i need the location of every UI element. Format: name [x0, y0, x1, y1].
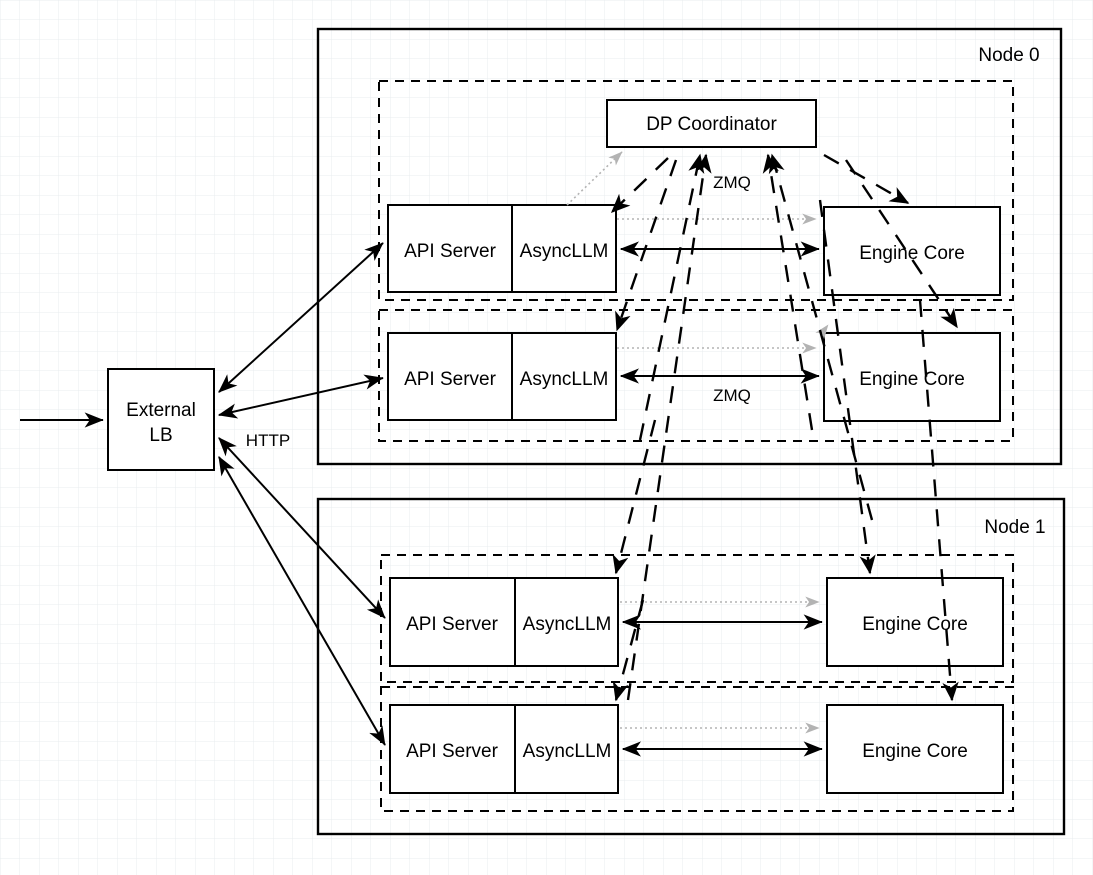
node-1-group-0-boundary	[380, 554, 1014, 683]
n0g0-asyncllm-label: AsyncLLM	[520, 241, 609, 262]
lb-to-n0g0-api-edge	[218, 242, 384, 393]
n1g1-asyncllm-label: AsyncLLM	[523, 741, 612, 762]
n0g1-api-unit-box[interactable]	[387, 332, 617, 421]
n1g0-api-server-label: API Server	[406, 614, 499, 635]
n0g0-engine-core-box[interactable]	[823, 206, 1001, 296]
n1g1-engine-core-label: Engine Core	[862, 741, 968, 762]
n0g1-engine-dotted-stub	[815, 324, 829, 340]
coordinator-out-to-n0g0-asyncllm	[610, 157, 669, 213]
coordinator-out-to-n1g0-asyncllm	[612, 419, 657, 575]
n1g1-engine-core-box[interactable]	[826, 704, 1004, 794]
n0g1-engine-core-box[interactable]	[823, 332, 1001, 422]
n1g0-engine-core-label: Engine Core	[862, 614, 968, 635]
coordinator-out-to-n0g0-engine	[823, 153, 910, 205]
coordinator-zmq-label: ZMQ	[713, 173, 751, 192]
n1g1-api-unit-box[interactable]	[389, 704, 619, 794]
n0g1-engine-core-label: Engine Core	[859, 369, 965, 390]
coordinator-in-edge-a	[638, 153, 705, 441]
http-edge-label: HTTP	[246, 431, 290, 450]
lb-to-n0g1-api-edge	[217, 374, 384, 419]
node-0-group-0-boundary	[378, 80, 1014, 301]
n1g0-asyncllm-label: AsyncLLM	[523, 614, 612, 635]
node-1-group-1-boundary	[380, 686, 1014, 812]
external-lb-label-line2: LB	[149, 425, 172, 446]
external-lb-label-line1: External	[126, 400, 196, 421]
n0g0-api-server-label: API Server	[404, 241, 497, 262]
n1g1-api-server-label: API Server	[406, 741, 499, 762]
dp-coordinator-box[interactable]	[606, 99, 817, 148]
n1g0-api-unit-box[interactable]	[389, 577, 619, 667]
n0g0-api-unit-box[interactable]	[387, 204, 617, 293]
node-1-label: Node 1	[984, 517, 1045, 538]
dp-coordinator-label: DP Coordinator	[646, 114, 777, 135]
n0g1-asyncllm-label: AsyncLLM	[520, 369, 609, 390]
coordinator-out-to-n1g1-engine	[918, 299, 959, 702]
node-0-label: Node 0	[978, 45, 1039, 66]
n0g1-api-server-label: API Server	[404, 369, 497, 390]
coordinator-in-edge-d	[768, 153, 874, 521]
coordinator-in-edge-c	[762, 153, 814, 431]
coordinator-out-to-n0g1-engine	[845, 159, 958, 329]
n1g0-engine-core-box[interactable]	[826, 577, 1004, 667]
n0g0-engine-core-label: Engine Core	[859, 243, 965, 264]
n0g1-zmq-label: ZMQ	[713, 386, 751, 405]
lb-to-n1g1-api-edge	[218, 455, 386, 746]
external-lb-box[interactable]	[107, 368, 215, 471]
coordinator-out-to-n1g0-engine	[818, 199, 876, 575]
